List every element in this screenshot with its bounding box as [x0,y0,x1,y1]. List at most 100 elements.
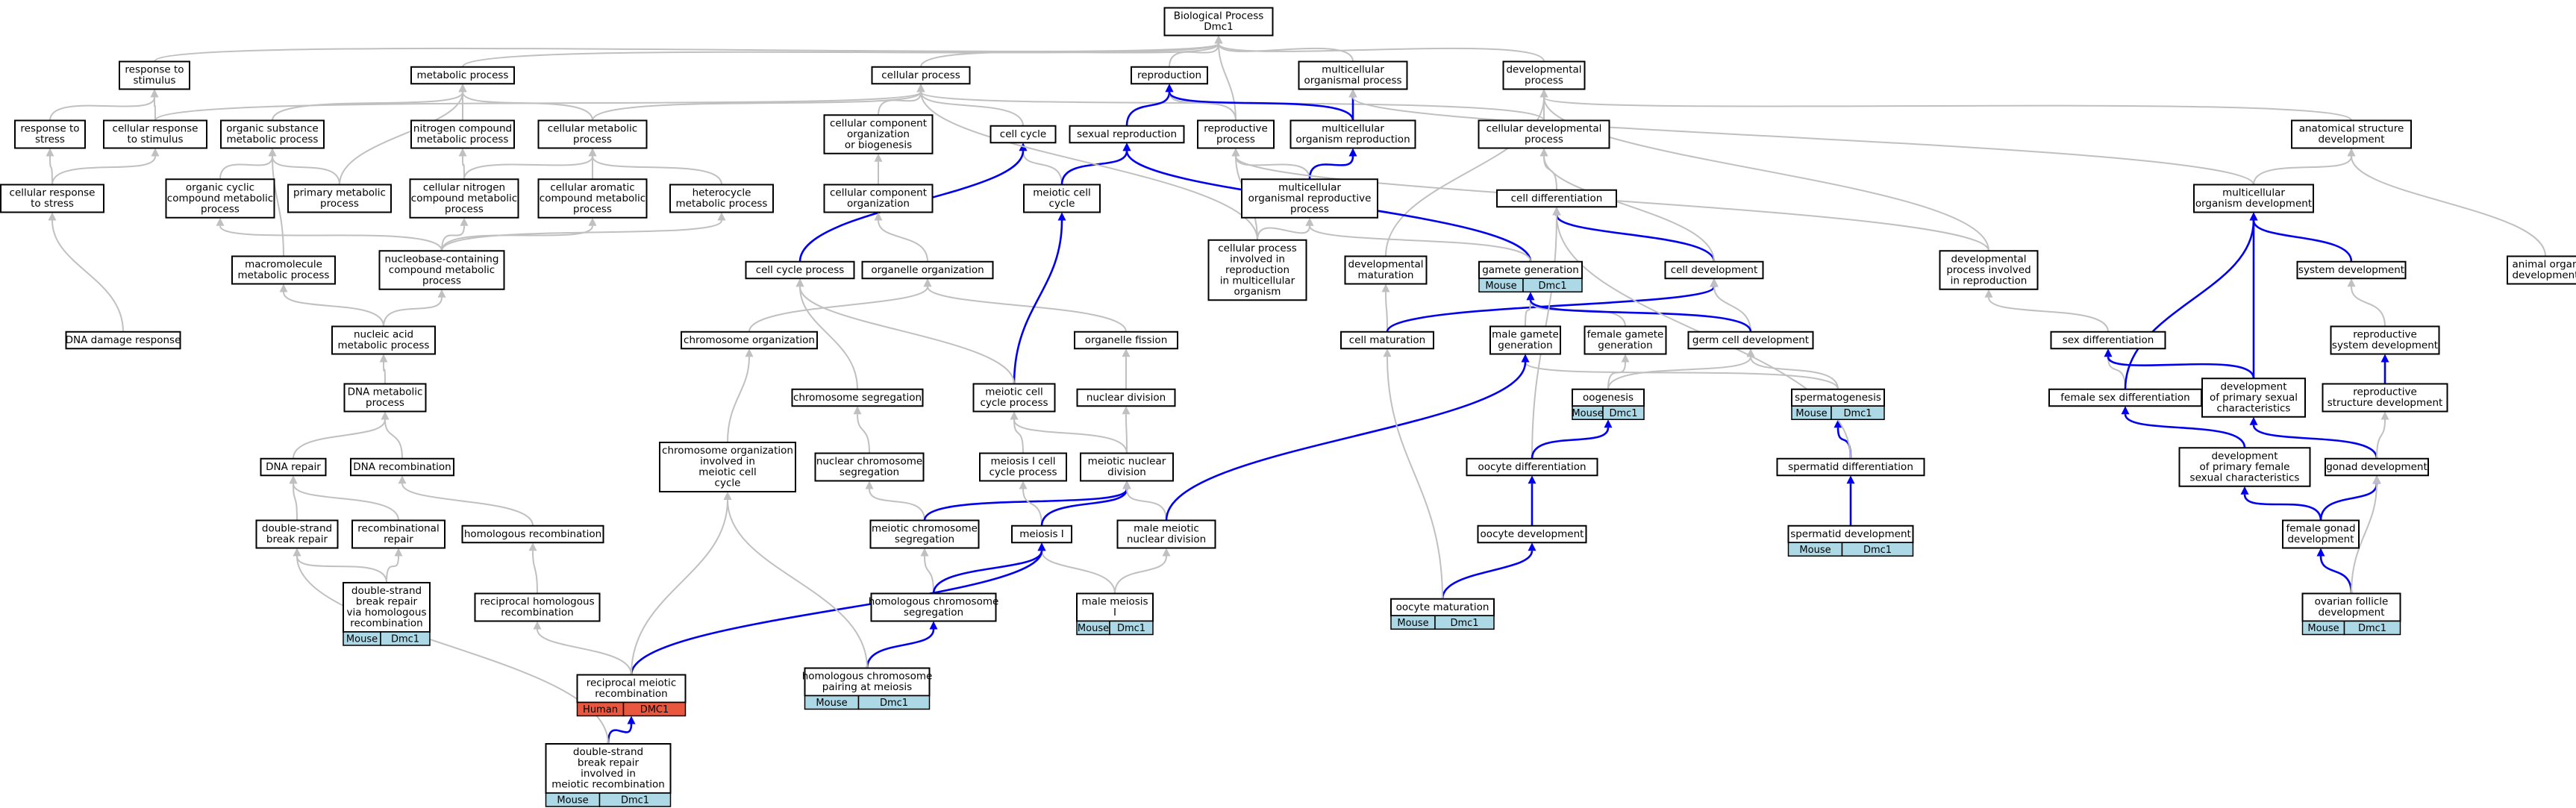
node-hr[interactable]: homologous recombination [461,524,604,544]
node-m1[interactable]: meiosis I [1011,524,1072,544]
node-cm[interactable]: cell maturation [1340,331,1434,350]
node-repro[interactable]: reproduction [1131,66,1208,85]
node-fsd[interactable]: female sex differentiation [2048,388,2202,407]
node-gcd[interactable]: germ cell development [1687,331,1814,350]
node-cs[interactable]: chromosome segregation [791,388,924,407]
node-label-line: male gamete [1492,329,1559,341]
node-ccp[interactable]: cell cycle process [745,260,855,280]
node-cc[interactable]: cell cycle [990,125,1057,144]
node-cdev[interactable]: cell development [1664,260,1764,280]
node-of[interactable]: organelle fission [1074,331,1178,350]
node-dnarec[interactable]: DNA recombination [350,457,454,477]
edge-line [1713,286,1751,332]
node-cp[interactable]: cellular process [871,66,971,85]
node-label-line: organelle fission [1085,334,1168,346]
node-label-line: ovarian follicle [2315,596,2389,608]
node-cdiff[interactable]: cell differentiation [1496,189,1617,208]
node-mp[interactable]: metabolic process [410,66,515,85]
edge-line [1013,419,1024,454]
edge-highlighted [2249,212,2353,262]
node-oodiff[interactable]: oocyte differentiation [1466,457,1598,477]
node-sysdev[interactable]: system development [2296,260,2407,280]
node-dnarep[interactable]: DNA repair [260,457,327,477]
edge-line [1169,43,1219,67]
arrowhead [2240,486,2249,495]
node-gonad[interactable]: gonad development [2325,457,2429,477]
node-oodev[interactable]: oocyte development [1477,524,1587,544]
node-nd[interactable]: nuclear division [1076,388,1176,407]
edge [1710,278,1751,332]
node-oo[interactable]: organelle organization [861,260,994,280]
node-sptdiff[interactable]: spermatid differentiation [1776,457,1925,477]
node-sr[interactable]: sexual reproduction [1069,125,1185,144]
node-chro[interactable]: chromosome organization [681,331,818,350]
arrowhead [1984,289,1993,298]
node-dnadr[interactable]: DNA damage response [65,331,181,350]
edge-line [866,629,935,668]
node-sexd[interactable]: sex differentiation [2050,331,2166,350]
